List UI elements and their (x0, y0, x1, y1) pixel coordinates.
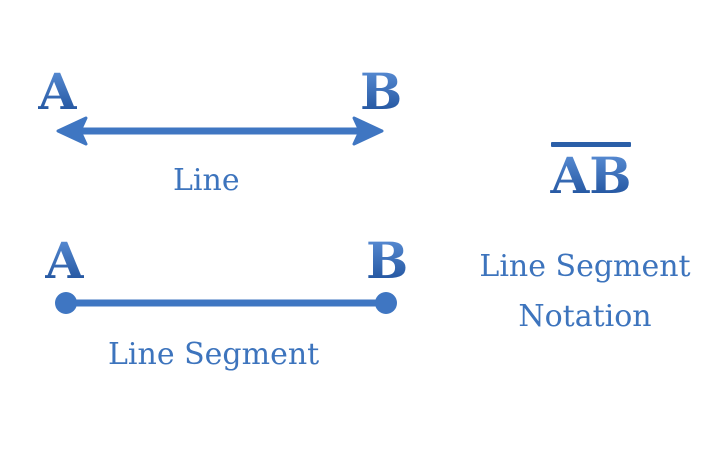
line-arrowhead-left (56, 116, 88, 146)
notation-symbol: AB (548, 151, 634, 201)
segment-point-b-label: B (366, 231, 409, 290)
segment-notation: AB (548, 142, 634, 201)
segment-endpoint-a (55, 292, 77, 314)
line-arrow (56, 116, 384, 146)
segment-endpoint-b (375, 292, 397, 314)
line-point-b-label: B (360, 62, 403, 121)
segment-point-a-label: A (45, 231, 84, 290)
line-caption: Line (173, 163, 240, 198)
notation-caption-line2: Notation (518, 299, 652, 334)
overline-bar (551, 142, 631, 147)
notation-caption-line1: Line Segment (479, 249, 691, 284)
line-arrowhead-right (352, 116, 384, 146)
segment-caption: Line Segment (108, 337, 320, 372)
line-segment (55, 292, 397, 314)
line-point-a-label: A (38, 62, 77, 121)
